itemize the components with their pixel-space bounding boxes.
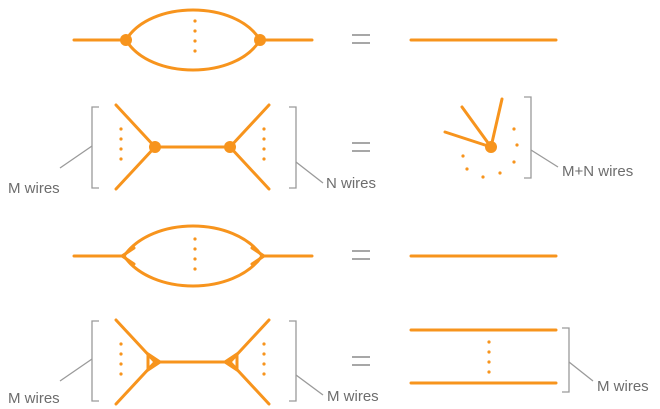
spider-leg-1 bbox=[443, 130, 493, 149]
label-m-wires-left: M wires bbox=[8, 180, 60, 197]
label-m-wires-right: M wires bbox=[597, 378, 649, 395]
leg-lower-left bbox=[114, 145, 157, 191]
leader-middle bbox=[295, 374, 324, 396]
loop-wire-bottom bbox=[122, 254, 264, 288]
fused-spider-node bbox=[485, 141, 497, 153]
equals-sign bbox=[352, 34, 370, 44]
row-3-loop-with-triangles bbox=[72, 224, 558, 288]
loop-wire-bottom bbox=[124, 38, 262, 72]
spider-node-left bbox=[120, 34, 132, 46]
triangle-right bbox=[222, 351, 239, 373]
spider-leg-3 bbox=[489, 97, 504, 149]
label-m-wires-left: M wires bbox=[8, 390, 60, 407]
bracket-left bbox=[91, 320, 99, 402]
ellipsis-dots bbox=[193, 19, 197, 53]
spider-node-right bbox=[224, 141, 236, 153]
loop-wire-top bbox=[122, 224, 264, 258]
leg-lower-right bbox=[228, 145, 271, 191]
ellipsis-dots-arc bbox=[461, 127, 519, 179]
spider-node-left bbox=[149, 141, 161, 153]
ellipsis-dots-left bbox=[119, 342, 123, 376]
ellipsis-dots-right bbox=[262, 342, 266, 376]
spider-leg-2 bbox=[460, 105, 493, 149]
equals-sign bbox=[352, 142, 370, 152]
label-m-plus-n-wires: M+N wires bbox=[562, 163, 633, 180]
ellipsis-dots-right bbox=[262, 127, 266, 161]
leg-upper-right bbox=[228, 103, 271, 149]
leg-upper-left bbox=[114, 103, 157, 149]
ellipsis-dots bbox=[487, 340, 491, 374]
leader-right bbox=[568, 361, 594, 382]
equals-sign bbox=[352, 356, 370, 366]
row-1-loop-with-spiders bbox=[72, 8, 558, 72]
equals-sign bbox=[352, 250, 370, 260]
bracket-right bbox=[562, 327, 570, 393]
bracket-right bbox=[524, 96, 532, 179]
label-n-wires: N wires bbox=[326, 175, 376, 192]
bracket-middle bbox=[289, 320, 297, 402]
triangle-left bbox=[119, 246, 136, 266]
triangle-right bbox=[250, 246, 267, 266]
spider-node-right bbox=[254, 34, 266, 46]
loop-wire-top bbox=[124, 8, 262, 42]
leader-right bbox=[530, 149, 559, 168]
ellipsis-dots-left bbox=[119, 127, 123, 161]
ellipsis-dots bbox=[193, 237, 197, 271]
row-2-spider-fusion: M wires N wires bbox=[8, 96, 633, 197]
leader-left bbox=[59, 145, 93, 169]
leader-middle bbox=[295, 161, 324, 184]
bracket-middle bbox=[289, 106, 297, 189]
leader-left bbox=[59, 358, 93, 382]
row-4-triangle-ladder: M wires M wires M wires bbox=[8, 318, 649, 407]
label-m-wires-middle: M wires bbox=[327, 388, 379, 405]
bracket-left bbox=[91, 106, 99, 189]
triangle-left bbox=[146, 351, 163, 373]
